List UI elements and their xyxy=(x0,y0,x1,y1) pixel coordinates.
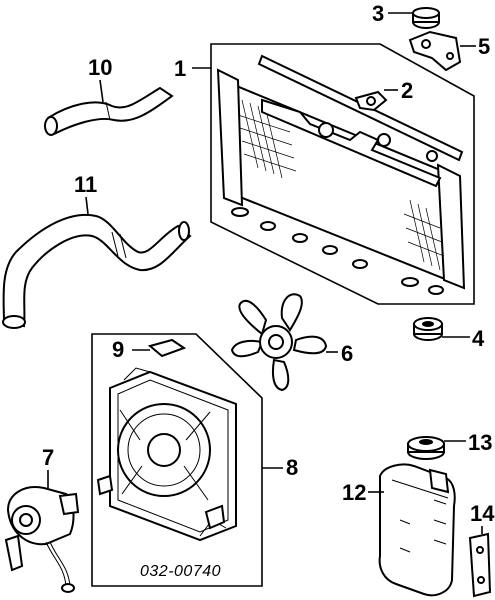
callout-7: 7 xyxy=(42,445,54,470)
callout-10: 10 xyxy=(88,55,112,80)
reservoir-bracket xyxy=(468,532,492,598)
fan-motor xyxy=(4,486,80,593)
lower-radiator-hose xyxy=(2,213,192,329)
upper-radiator-hose xyxy=(44,86,174,136)
reservoir-cap xyxy=(407,436,445,460)
shroud-clip xyxy=(147,338,187,358)
radiator-lower-fittings xyxy=(231,207,444,295)
fan-shroud xyxy=(96,367,237,542)
callout-12: 12 xyxy=(342,480,366,505)
radiator-cap-neck xyxy=(377,133,391,147)
upper-mount-cushion xyxy=(412,7,440,29)
lower-mount-cushion xyxy=(413,317,443,341)
callout-2: 2 xyxy=(401,78,413,103)
coolant-reservoir xyxy=(378,463,456,597)
callout-10-leader xyxy=(99,79,104,103)
callout-11-leader xyxy=(85,196,89,215)
radiator-left-tank xyxy=(216,68,244,207)
upper-bracket xyxy=(408,30,462,72)
callout-1: 1 xyxy=(174,56,186,81)
radiator-core xyxy=(220,78,462,287)
callout-14: 14 xyxy=(470,501,495,526)
upper-hose-neck xyxy=(426,150,438,162)
callout-9: 9 xyxy=(112,337,124,362)
radiator-assembly xyxy=(210,43,475,305)
callout-11: 11 xyxy=(74,172,97,197)
callout-8: 8 xyxy=(286,455,298,480)
callout-3: 3 xyxy=(372,1,384,26)
fan-shroud-group-frame xyxy=(91,333,263,587)
radiator-group-frame xyxy=(210,43,475,305)
callout-6: 6 xyxy=(341,341,353,366)
diagram-id-label: 032-00740 xyxy=(140,563,221,580)
filler-neck xyxy=(318,122,334,138)
callout-5: 5 xyxy=(478,34,490,59)
radiator-cap xyxy=(354,90,388,112)
callout-13: 13 xyxy=(468,430,492,455)
cooling-fan xyxy=(230,293,328,392)
callout-4: 4 xyxy=(472,326,485,351)
radiator-core-hatch xyxy=(237,99,445,271)
